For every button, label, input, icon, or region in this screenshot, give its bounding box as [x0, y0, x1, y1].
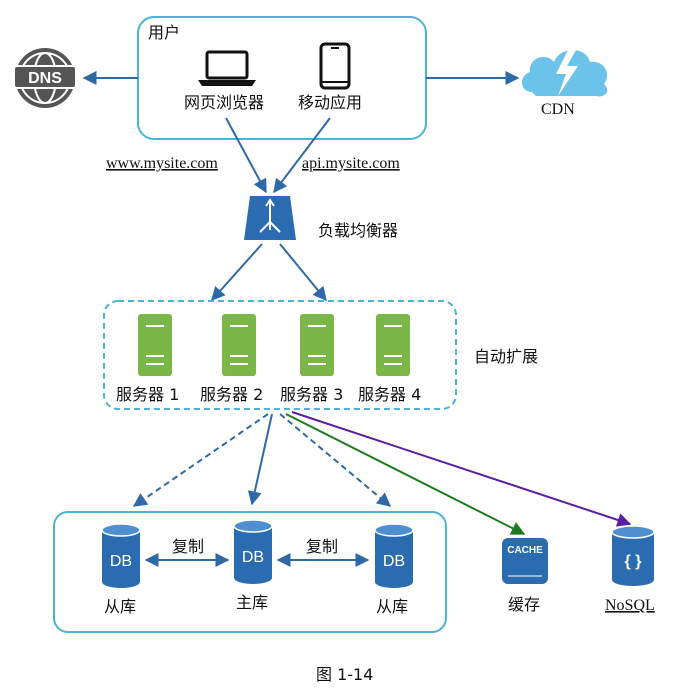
server-icon [300, 314, 334, 376]
web-url-label: www.mysite.com [106, 155, 218, 172]
browser-to-lb-arrow [225, 117, 267, 194]
nosql-icon: { } [611, 525, 655, 586]
cdn-cloud-icon [521, 50, 608, 97]
db-icon-text: DB [383, 553, 405, 570]
server-icon [222, 314, 256, 376]
mobile-icon [319, 42, 351, 90]
browser-label: 网页浏览器 [184, 93, 264, 112]
db-icon-text: DB [110, 553, 132, 570]
cdn-label: CDN [541, 101, 575, 118]
server-to-replica-right-arrow [279, 413, 392, 507]
mobile-label: 移动应用 [298, 93, 362, 112]
dns-globe-icon: DNS [13, 48, 77, 108]
server-to-nosql-arrow [291, 411, 632, 527]
replication-label-right: 复制 [306, 537, 338, 556]
figure-caption: 图 1-14 [316, 665, 373, 684]
load-balancer-icon [244, 196, 296, 240]
server-icon [138, 314, 172, 376]
database-icon: DB [101, 523, 141, 588]
nosql-label: NoSQL [605, 597, 655, 614]
users-box [137, 16, 427, 140]
lb-to-servers-right-arrow [279, 243, 327, 302]
replication-label-left: 复制 [172, 537, 204, 556]
autoscale-label: 自动扩展 [474, 347, 538, 366]
api-url-label: api.mysite.com [302, 155, 400, 172]
laptop-icon [198, 50, 256, 86]
database-icon: DB [233, 519, 273, 584]
server-label: 服务器 3 [280, 385, 343, 404]
server-to-replica-left-arrow [132, 413, 269, 507]
server-label: 服务器 4 [358, 385, 421, 404]
server-to-master-arrow [247, 413, 273, 506]
load-balancer-label: 负载均衡器 [318, 221, 398, 240]
users-title: 用户 [148, 23, 180, 42]
replica-right-label: 从库 [376, 597, 408, 616]
server-group-box [103, 300, 457, 410]
master-label: 主库 [236, 593, 268, 612]
lb-to-servers-left-arrow [211, 243, 263, 302]
cache-icon-text: CACHE [507, 545, 543, 556]
database-group-box [53, 511, 447, 633]
cache-icon: CACHE [502, 538, 548, 584]
database-icon: DB [374, 523, 414, 588]
server-icon [376, 314, 410, 376]
server-label: 服务器 2 [200, 385, 263, 404]
server-label: 服务器 1 [116, 385, 179, 404]
replica-left-label: 从库 [104, 597, 136, 616]
server-to-cache-arrow [285, 413, 526, 535]
cache-label: 缓存 [508, 595, 540, 614]
nosql-icon-text: { } [625, 553, 642, 570]
mobile-to-lb-arrow [273, 117, 331, 194]
db-icon-text: DB [242, 549, 264, 566]
dns-label: DNS [28, 70, 62, 87]
